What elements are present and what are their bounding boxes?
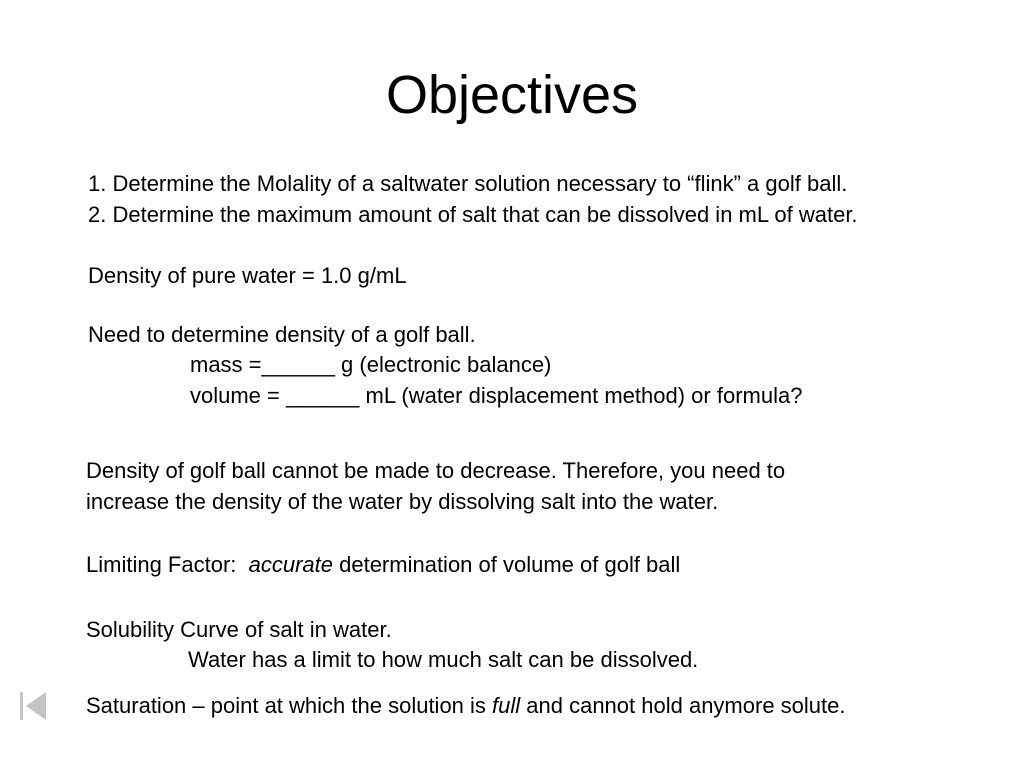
saturation-definition: Saturation – point at which the solution… xyxy=(86,693,845,719)
saturation-text-after: and cannot hold anymore solute. xyxy=(520,693,846,718)
slide-title: Objectives xyxy=(385,65,639,125)
saturation-text-before: Saturation – point at which the solution… xyxy=(86,693,493,718)
limiting-factor-label: Limiting Factor: xyxy=(86,552,249,577)
limiting-factor: Limiting Factor: accurate determination … xyxy=(86,552,680,578)
saturation-emphasis: full xyxy=(492,693,521,718)
objective-2: 2. Determine the maximum amount of salt … xyxy=(88,202,858,227)
water-density: Density of pure water = 1.0 g/mL xyxy=(88,263,407,288)
objective-1: 1. Determine the Molality of a saltwater… xyxy=(88,171,848,196)
solubility-heading: Solubility Curve of salt in water. xyxy=(86,617,392,642)
first-slide-icon[interactable] xyxy=(16,688,52,724)
limiting-factor-emphasis: accurate xyxy=(248,552,333,577)
golf-ball-density-heading: Need to determine density of a golf ball… xyxy=(88,322,476,347)
first-slide-glyph xyxy=(20,692,46,720)
solubility-detail: Water has a limit to how much salt can b… xyxy=(188,647,699,672)
volume-line: volume = ______ mL (water displacement m… xyxy=(190,383,803,408)
explanation-line-1: Density of golf ball cannot be made to d… xyxy=(86,458,786,483)
explanation-line-2: increase the density of the water by dis… xyxy=(86,489,719,514)
limiting-factor-rest: determination of volume of golf ball xyxy=(333,552,681,577)
mass-line: mass =______ g (electronic balance) xyxy=(190,352,552,377)
